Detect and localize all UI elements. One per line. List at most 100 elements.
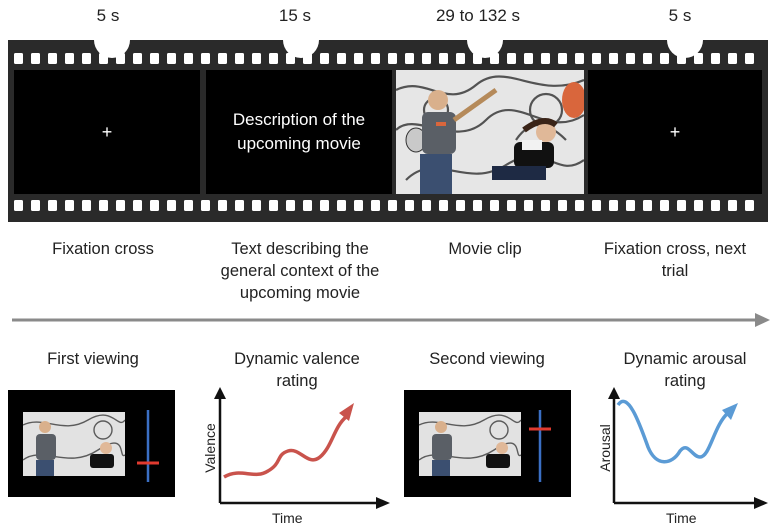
film-perforation [31,53,40,64]
second-viewing-screen [404,390,571,497]
film-perforation [269,200,278,211]
film-perforation [184,53,193,64]
label-valence-rating: Dynamic valence rating [234,350,360,390]
duration-next-fixation: 5 s [668,6,692,25]
film-perforation [65,53,74,64]
film-perforation [592,53,601,64]
film-perforation [405,53,414,64]
fixation-cross-next: + [669,121,681,142]
film-perforation [371,200,380,211]
film-perforation [728,200,737,211]
film-perforation [99,200,108,211]
film-perforation [728,53,737,64]
film-perforation [150,53,159,64]
film-perforation [507,200,516,211]
film-perforation [711,53,720,64]
film-perforation [439,53,448,64]
film-perforation [150,200,159,211]
valence-curve [223,415,348,479]
film-perforation [660,53,669,64]
film-perforation [337,200,346,211]
film-perforation [405,200,414,211]
film-perforation [82,53,91,64]
film-perforation [422,200,431,211]
caption-next-fixation: Fixation cross, next trial [603,240,747,280]
film-perforation [626,200,635,211]
film-perforation [524,200,533,211]
label-first-viewing: First viewing [47,350,139,368]
fixation-cross: + [101,121,113,142]
film-perforation [660,200,669,211]
film-perforation [439,200,448,211]
valence-plot [214,387,390,509]
film-perforation [609,200,618,211]
first-viewing-content [22,410,159,482]
arousal-curve [616,399,730,464]
film-perforation [388,53,397,64]
caption-movie-clip: Movie clip [448,240,522,258]
film-perforation [320,53,329,64]
film-perforation [541,200,550,211]
film-perforation [558,200,567,211]
film-perforation [82,200,91,211]
film-perforation [184,200,193,211]
film-perforation [524,53,533,64]
film-perforation [558,53,567,64]
timeline-arrow [12,313,770,327]
film-perforation [643,200,652,211]
film-perforation [371,53,380,64]
film-perforation [507,53,516,64]
film-perforation [167,200,176,211]
film-perforation [252,200,261,211]
film-perforation [694,53,703,64]
frame-description: Description of the upcoming movie [206,70,392,194]
film-perforation [303,200,312,211]
film-perforation [201,53,210,64]
first-viewing-screen [8,390,175,497]
film-perforation [354,200,363,211]
film-perforation [337,53,346,64]
film-perforation [320,200,329,211]
film-perforation [456,53,465,64]
film-perforation [14,53,23,64]
film-perforation [541,53,550,64]
valence-axis-label: Valence [202,423,218,473]
film-perforation [48,200,57,211]
film-perforation [711,200,720,211]
valence-time-label: Time [272,510,303,526]
film-perforation [473,200,482,211]
film-perforation [354,53,363,64]
arousal-plot [608,387,768,509]
arousal-axis-label: Arousal [597,424,613,472]
film-perforation [65,200,74,211]
frame-fixation: + [14,70,200,194]
film-perforation [643,53,652,64]
duration-fixation: 5 s [96,6,120,25]
film-perforation [575,200,584,211]
frame-next-fixation: + [588,70,762,194]
label-second-viewing: Second viewing [429,350,545,368]
film-perforation [235,53,244,64]
film-perforation [218,200,227,211]
duration-movie: 29 to 132 s [435,6,521,25]
film-perforation [252,53,261,64]
movie-still-image [396,70,584,194]
film-perforation [490,200,499,211]
film-perforation [218,53,227,64]
film-perforation [269,53,278,64]
film-perforation [422,53,431,64]
film-perforation [677,200,686,211]
film-perforation [133,53,142,64]
film-perforation [14,200,23,211]
film-perforation [592,200,601,211]
film-perforation [626,53,635,64]
film-perforation [235,200,244,211]
description-text: Description of the upcoming movie [232,110,366,153]
duration-description: 15 s [278,6,312,25]
label-arousal-rating: Dynamic arousal rating [623,350,747,390]
frame-movie-clip [396,70,584,194]
caption-fixation: Fixation cross [52,240,154,258]
film-perforations [14,40,754,211]
film-perforation [694,200,703,211]
film-perforation [31,200,40,211]
